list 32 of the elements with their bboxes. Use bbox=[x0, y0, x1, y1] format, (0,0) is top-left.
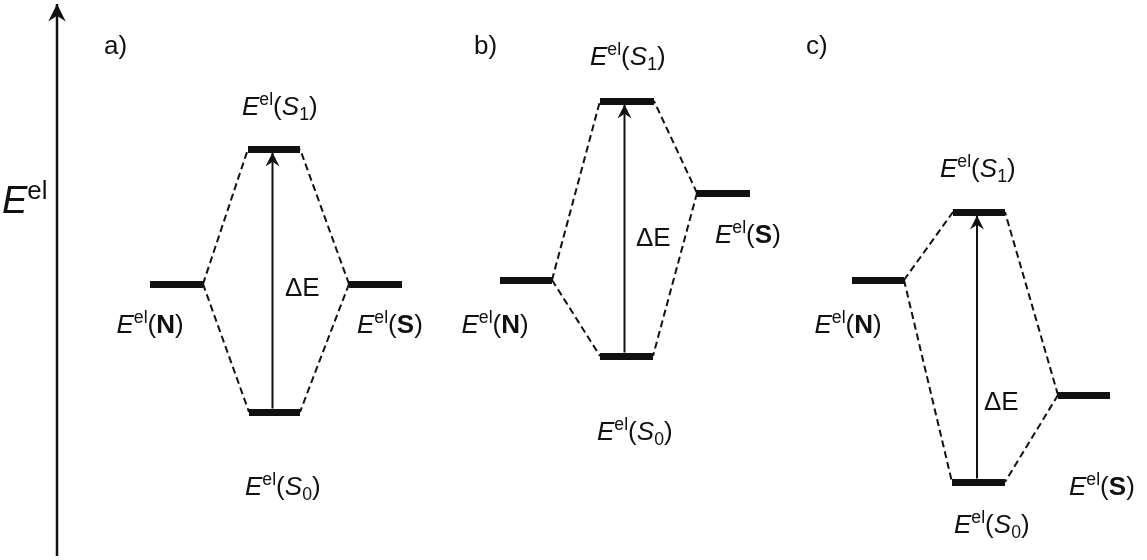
energy-level-label: E$^{el}$(S) bbox=[1069, 470, 1135, 502]
dashed-line bbox=[653, 100, 698, 194]
edge-label: ΔE bbox=[984, 386, 1019, 418]
energy-level-label: E$^{el}$(S$_{1}$) bbox=[940, 152, 1016, 184]
dashed-line bbox=[903, 279, 953, 483]
energy-level-label: E$^{el}$(S$_{1}$) bbox=[242, 90, 318, 122]
arrow bbox=[617, 103, 632, 354]
edge-label: ΔE bbox=[636, 222, 671, 254]
energy-level-label: E$^{el}$(N) bbox=[461, 308, 529, 340]
energy-level-label: E$^{el}$(N) bbox=[116, 308, 184, 340]
dashed-line bbox=[652, 192, 698, 357]
dashed-line bbox=[1004, 394, 1059, 483]
panel-label: a) bbox=[104, 30, 128, 62]
energy-level-label: E$^{el}$(S$_{1}$) bbox=[590, 40, 666, 72]
dashed-line bbox=[1004, 211, 1059, 396]
dashed-line bbox=[903, 211, 954, 281]
panel-label: c) bbox=[806, 30, 828, 62]
energy-level-label: E$^{el}$(S$_{0}$) bbox=[954, 508, 1030, 540]
energy-level-label: E$^{el}$(S) bbox=[357, 308, 423, 340]
arrow bbox=[265, 151, 280, 410]
energy-level-label: E$^{el}$(N) bbox=[814, 308, 882, 340]
dashed-line bbox=[551, 100, 601, 281]
axis-label: E$^{el}$ bbox=[2, 178, 48, 223]
energy-level-label: E$^{el}$(S$_{0}$) bbox=[597, 415, 673, 447]
dashed-line bbox=[299, 283, 350, 413]
edge-label: ΔE bbox=[285, 272, 320, 304]
energy-level-label: E$^{el}$(S$_{0}$) bbox=[245, 470, 321, 502]
energy-level-label: E$^{el}$(S) bbox=[715, 218, 781, 250]
arrow bbox=[970, 214, 984, 480]
dashed-line bbox=[551, 279, 601, 357]
dashed-line bbox=[202, 283, 250, 413]
panel-label: b) bbox=[474, 30, 498, 62]
